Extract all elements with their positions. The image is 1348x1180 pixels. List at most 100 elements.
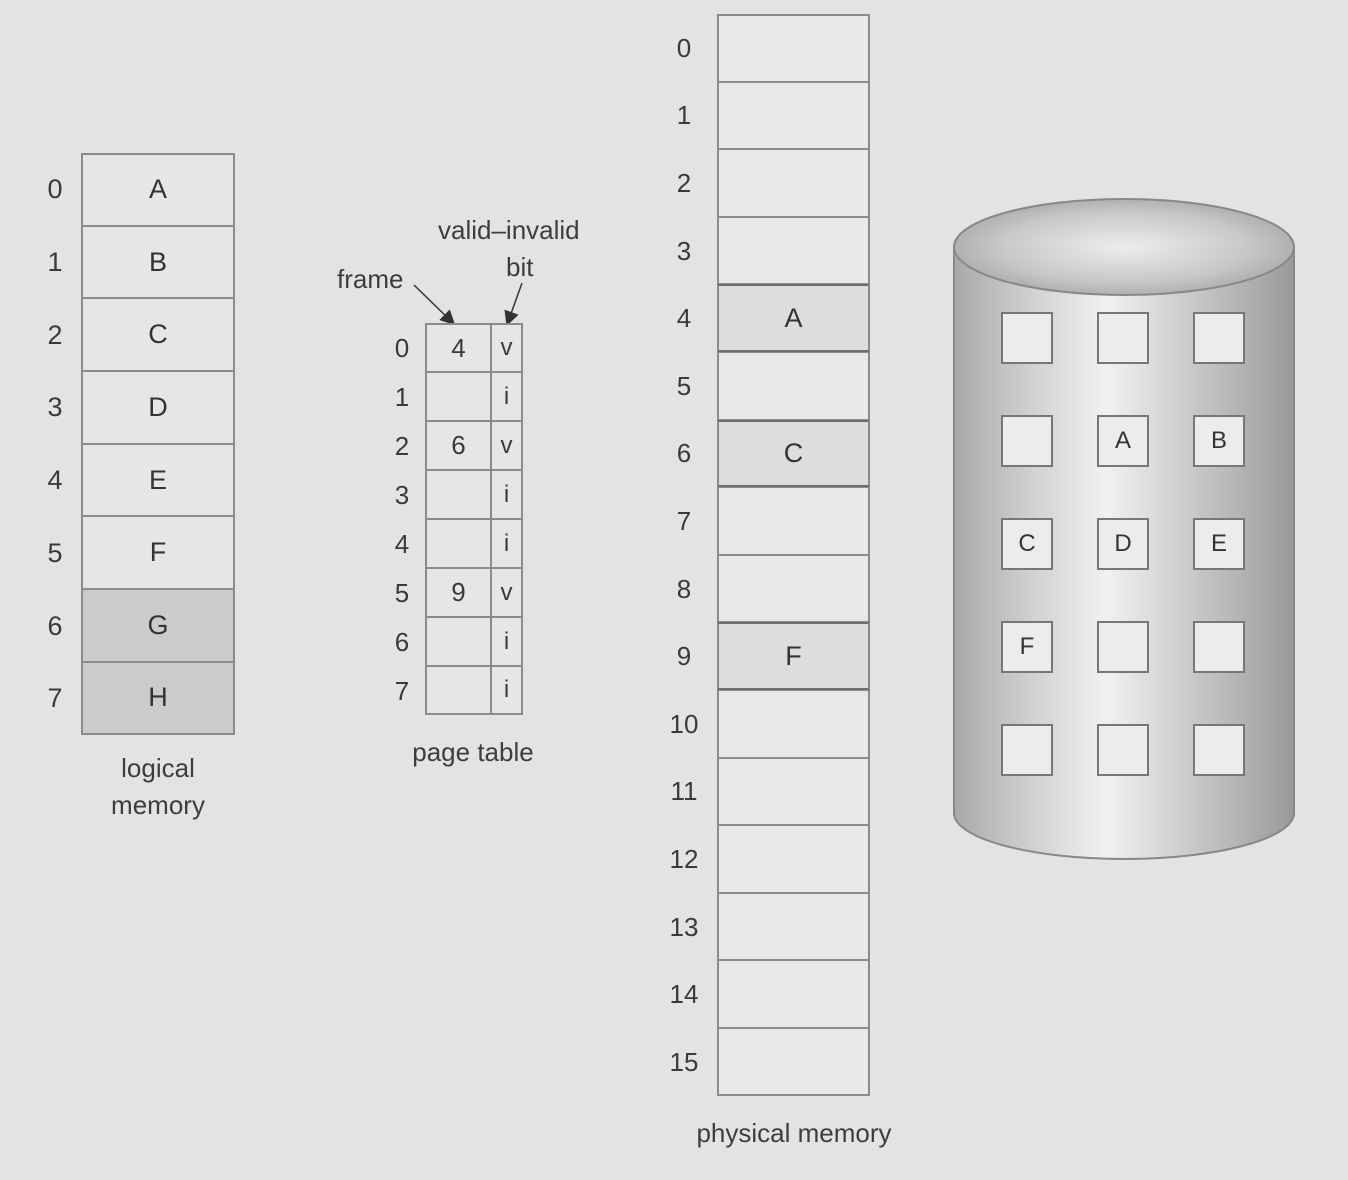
- physical-frame-index: 0: [676, 32, 692, 63]
- disk-page-slot: [1097, 724, 1149, 776]
- physical-frame-cell: [717, 554, 870, 623]
- page-table-frame-cell: [425, 519, 491, 568]
- valid-invalid-label: valid–invalid: [438, 215, 580, 245]
- page-table-frame-cell: [425, 666, 491, 715]
- physical-frame-cell: [717, 149, 870, 217]
- page-table-row: i: [425, 666, 523, 715]
- page-table-row: i: [425, 519, 523, 568]
- physical-frame-cell: [717, 487, 870, 555]
- logical-page-cell: F: [81, 516, 235, 590]
- disk-page-slot: C: [1001, 518, 1053, 570]
- logical-page-index: 6: [47, 610, 63, 641]
- page-table-bit-cell: i: [491, 372, 523, 421]
- logical-page-index: 2: [47, 319, 63, 350]
- page-table-index: 4: [394, 528, 410, 559]
- logical-page-cell: E: [81, 443, 235, 517]
- bit-arrow: [504, 282, 523, 327]
- logical-page-cell: D: [81, 371, 235, 444]
- physical-frame-cell: [717, 689, 870, 758]
- page-table-index: 5: [394, 577, 410, 608]
- logical-page-cell: H: [81, 661, 235, 735]
- page-table-frame-cell: 6: [425, 421, 491, 470]
- physical-frame-index: 6: [676, 438, 692, 469]
- physical-frame-index: 10: [669, 708, 699, 739]
- page-table-index: 1: [394, 381, 410, 412]
- disk-page-slot: F: [1001, 621, 1053, 673]
- page-table-bit-cell: i: [491, 519, 523, 568]
- page-table-frame-cell: [425, 617, 491, 666]
- bit-label: bit: [506, 252, 534, 282]
- frame-label: frame: [337, 264, 404, 294]
- physical-frame-cell: [717, 14, 870, 82]
- physical-frame-index: 8: [676, 573, 692, 604]
- physical-frame-index: 7: [676, 506, 692, 536]
- physical-frame-cell: A: [717, 284, 870, 352]
- logical-page-cell: G: [81, 589, 235, 662]
- disk-page-slot: [1097, 312, 1149, 364]
- frame-arrow: [413, 284, 456, 326]
- page-table-caption: page table: [412, 737, 534, 767]
- physical-frame-cell: C: [717, 419, 870, 488]
- page-table-row: i: [425, 372, 523, 421]
- logical-page-index: 5: [47, 537, 63, 568]
- logical-page-index: 1: [47, 247, 63, 278]
- physical-frame-index: 14: [669, 979, 699, 1010]
- disk-page-slot: E: [1193, 518, 1245, 570]
- logical-page-index: 3: [47, 392, 63, 423]
- physical-frame-cell: F: [717, 622, 870, 690]
- physical-frame-cell: [717, 81, 870, 150]
- physical-frame-index: 5: [676, 370, 692, 401]
- page-table-index: 6: [394, 626, 410, 657]
- physical-frame-index: 4: [676, 303, 692, 334]
- physical-frame-cell: [717, 1027, 870, 1096]
- page-table-bit-cell: i: [491, 617, 523, 666]
- page-table-frame-cell: [425, 372, 491, 421]
- disk-page-slot: A: [1097, 415, 1149, 467]
- logical-page-cell: C: [81, 298, 235, 372]
- page-table-bit-cell: v: [491, 323, 523, 372]
- physical-frame-index: 12: [669, 844, 699, 874]
- logical-memory-caption: logical memory: [81, 750, 235, 824]
- disk-page-slot: [1193, 724, 1245, 776]
- page-table-index: 0: [394, 332, 410, 363]
- page-table-row: i: [425, 617, 523, 666]
- page-table-bit-cell: i: [491, 666, 523, 715]
- logical-page-index: 4: [47, 465, 63, 496]
- disk-page-slot: B: [1193, 415, 1245, 467]
- page-table-bit-cell: v: [491, 568, 523, 617]
- physical-frame-index: 3: [676, 235, 692, 266]
- physical-frame-index: 1: [676, 100, 692, 131]
- physical-frame-index: 13: [669, 911, 699, 942]
- page-table-index: 7: [394, 675, 410, 706]
- logical-memory-caption-line1: logical: [121, 753, 195, 783]
- page-table-frame-cell: 4: [425, 323, 491, 372]
- physical-frame-index: 15: [669, 1046, 699, 1077]
- physical-frame-index: 9: [676, 641, 692, 672]
- disk-page-slot: [1001, 724, 1053, 776]
- logical-page-cell: B: [81, 225, 235, 299]
- physical-frame-cell: [717, 351, 870, 420]
- logical-page-index: 7: [47, 683, 63, 714]
- disk-page-slot: [1001, 415, 1053, 467]
- page-table-bit-cell: i: [491, 470, 523, 519]
- physical-frame-cell: [717, 825, 870, 893]
- disk-page-slot: D: [1097, 518, 1149, 570]
- physical-frame-cell: [717, 757, 870, 826]
- page-table-row: i: [425, 470, 523, 519]
- disk-page-slot: [1193, 312, 1245, 364]
- physical-frame-cell: [717, 216, 870, 285]
- disk-page-slot: [1193, 621, 1245, 673]
- page-table-frame-cell: [425, 470, 491, 519]
- physical-memory-caption: physical memory: [696, 1118, 892, 1148]
- disk-page-slot: [1097, 621, 1149, 673]
- physical-frame-index: 2: [676, 168, 692, 198]
- page-table-index: 3: [394, 479, 410, 510]
- physical-frame-cell: [717, 892, 870, 961]
